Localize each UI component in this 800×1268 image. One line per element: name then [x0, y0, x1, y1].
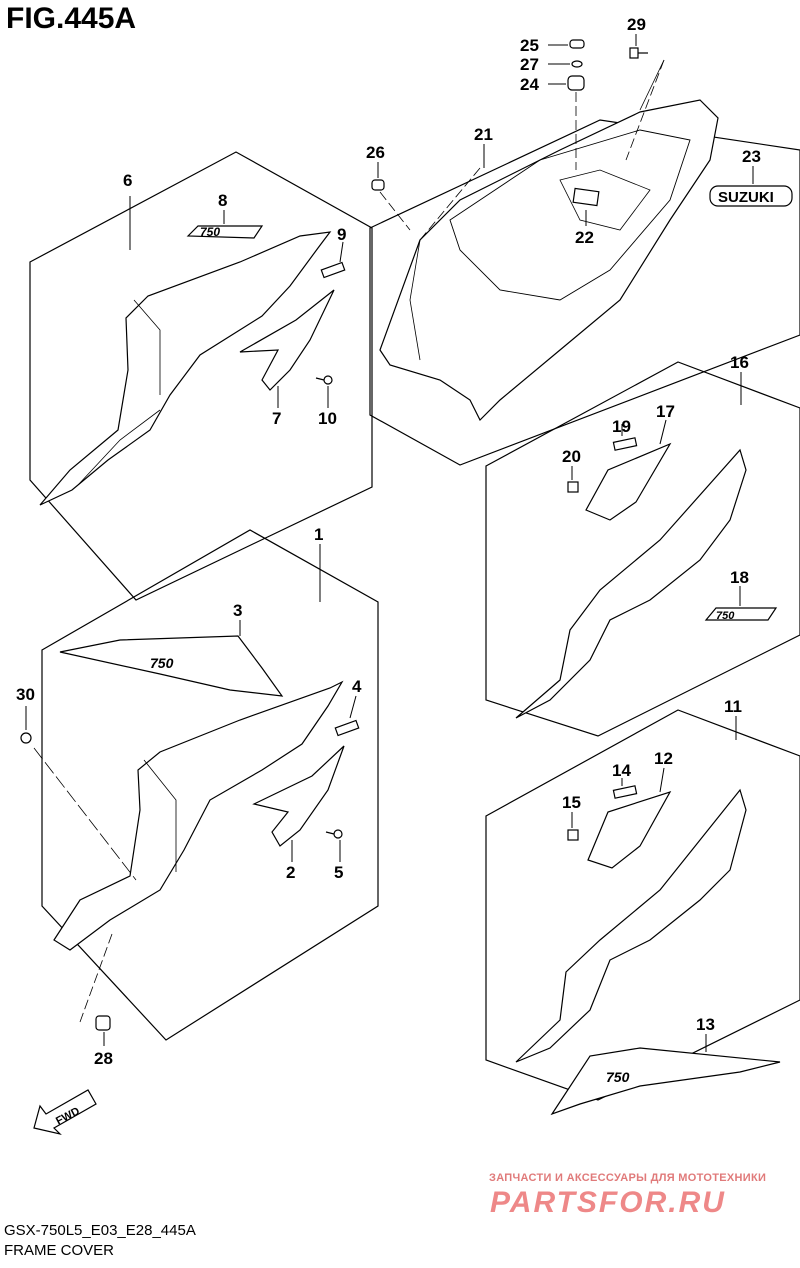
part-29-screw: [629, 47, 648, 59]
callout-8: 8: [218, 191, 227, 210]
part-6-frame-cover-shape: [39, 231, 332, 506]
part-11-side-cover: [515, 788, 747, 1063]
callout-25: 25: [520, 36, 539, 55]
callout-15: 15: [562, 793, 581, 812]
part-13-decal: [550, 1047, 781, 1116]
group-box-11: [485, 709, 800, 1101]
callout-10: 10: [318, 409, 337, 428]
part-12-bracket: [587, 790, 672, 869]
callout-13: 13: [696, 1015, 715, 1034]
part-23-suzuki-emblem: SUZUKI: [709, 185, 793, 207]
part-25-bolt: [569, 39, 585, 49]
callout-19: 19: [612, 417, 631, 436]
part-9-sticker: [320, 261, 346, 279]
part-5-screw: [325, 829, 343, 839]
part-17-bracket: [585, 442, 672, 521]
callout-6: 6: [123, 171, 132, 190]
part-20-screw: [567, 481, 579, 493]
part-1-frame-cover: [53, 680, 344, 951]
part-4-sticker: [334, 719, 360, 737]
part-15-screw: [567, 829, 579, 841]
callout-20: 20: [562, 447, 581, 466]
part-28-grommet: [95, 1015, 111, 1031]
callout-3: 3: [233, 601, 242, 620]
emblem-750-text: 750: [200, 225, 220, 239]
callout-2: 2: [286, 863, 295, 882]
callout-16: 16: [730, 353, 749, 372]
figure-title: FIG.445A: [6, 2, 137, 35]
callout-11: 11: [724, 697, 742, 716]
callout-26: 26: [366, 143, 385, 162]
group-box-21: [369, 119, 800, 466]
callout-22: 22: [575, 228, 594, 247]
decal-750-text: 750: [150, 655, 174, 671]
emblem-750-text-2: 750: [716, 610, 735, 622]
part-21-tail-cowl: [379, 99, 719, 422]
callout-28: 28: [94, 1049, 113, 1068]
callout-1: 1: [314, 525, 323, 544]
group-box-6: [29, 151, 373, 601]
callout-23: 23: [742, 147, 761, 166]
group-box-1: [41, 529, 379, 1041]
part-22-pad: [572, 187, 600, 207]
watermark-brand: PARTSFOR.RU: [490, 1186, 726, 1219]
callout-14: 14: [612, 761, 631, 780]
decal-750-text-2: 750: [606, 1069, 630, 1085]
part-8-emblem: 750: [186, 225, 264, 239]
callout-12: 12: [654, 749, 673, 768]
callout-24: 24: [520, 75, 539, 94]
part-30-screw: [20, 732, 32, 744]
callout-7: 7: [272, 409, 281, 428]
part-18-emblem: 750: [704, 607, 778, 622]
callout-4: 4: [352, 677, 362, 696]
callout-21: 21: [474, 125, 493, 144]
callout-30: 30: [16, 685, 35, 704]
suzuki-emblem-text: SUZUKI: [718, 189, 774, 206]
diagram-caption: FRAME COVER: [4, 1242, 115, 1259]
part-2-bracket: [252, 745, 345, 847]
group-box-16: [485, 361, 800, 737]
model-code: GSX-750L5_E03_E28_445A: [4, 1222, 196, 1239]
part-3-decal: [59, 635, 284, 697]
fwd-direction-arrow: FWD: [33, 1089, 97, 1136]
callout-17: 17: [656, 402, 675, 421]
part-10-screw: [315, 375, 333, 385]
callout-9: 9: [337, 225, 346, 244]
part-27-washer: [571, 60, 583, 68]
part-16-side-cover: [515, 448, 747, 719]
callout-5: 5: [334, 863, 343, 882]
watermark-tagline: ЗАПЧАСТИ И АКСЕССУАРЫ ДЛЯ МОТОТЕХНИКИ: [489, 1172, 767, 1184]
callout-18: 18: [730, 568, 749, 587]
callout-labels: 6 8 9 7 10 21 26 25 27 24 29 23 22 16 19…: [16, 15, 761, 1068]
part-19-sticker: [612, 437, 638, 451]
callout-29: 29: [627, 15, 646, 34]
part-26-bolt: [371, 179, 385, 191]
part-7-bracket: [239, 289, 335, 391]
part-24-grommet: [567, 75, 585, 91]
part-14-sticker: [612, 785, 638, 799]
callout-27: 27: [520, 55, 539, 74]
